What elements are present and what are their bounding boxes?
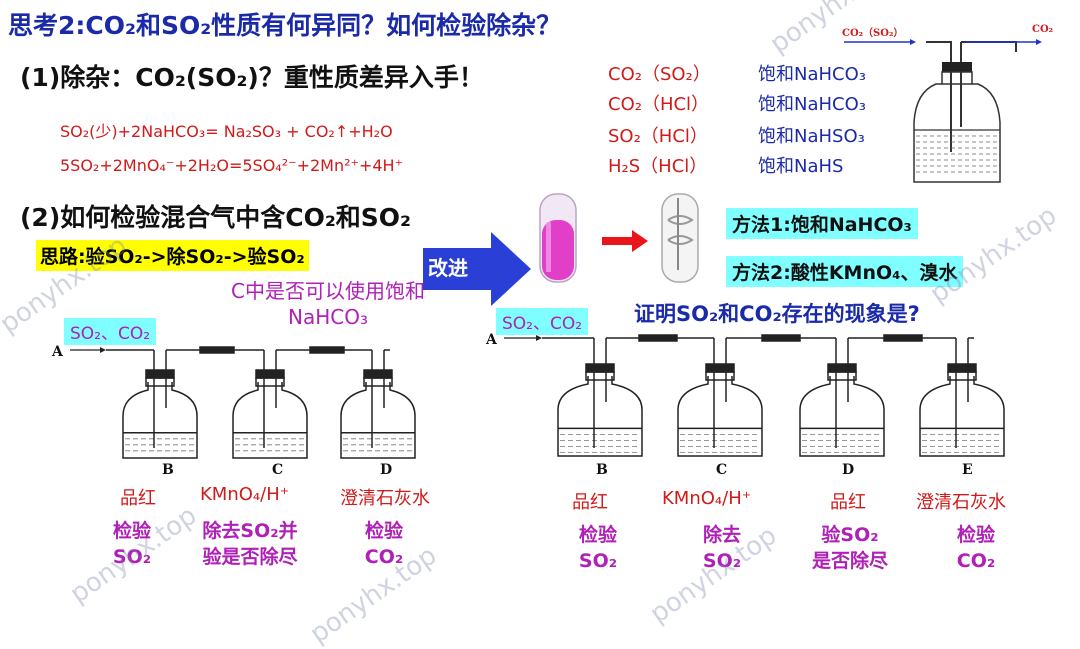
right-reagent: KMnO₄/H⁺ (662, 488, 751, 509)
equation-1: SO₂(少)+2NaHCO₃= Na₂SO₃ + CO₂↑+H₂O (60, 118, 393, 142)
wash-bottle-diagram (836, 22, 1076, 192)
right-bottle-name: B (596, 462, 608, 478)
removal-reagent: 饱和NaHS (758, 152, 843, 178)
left-apparatus-diagram (60, 336, 440, 466)
right-apparatus-diagram (494, 324, 1034, 464)
impurity-pair: CO₂（SO₂） (608, 60, 711, 86)
equation-2: 5SO₂+2MnO₄⁻+2H₂O=5SO₄²⁻+2Mn²⁺+4H⁺ (60, 156, 403, 175)
right-bottle-name: D (842, 462, 854, 478)
red-arrow-icon (602, 228, 650, 254)
left-bottle-name: D (380, 462, 392, 478)
page-title: 思考2:CO₂和SO₂性质有何异同？如何检验除杂？ (8, 6, 561, 42)
right-bottle-name: C (716, 462, 727, 478)
right-reagent: 澄清石灰水 (916, 488, 1006, 514)
impurity-pair: CO₂（HCl） (608, 90, 709, 116)
method-1: 方法1:饱和NaHCO₃ (726, 208, 918, 239)
left-bottle-name: B (162, 462, 174, 478)
left-bottle-name: C (272, 462, 283, 478)
right-bottle-name: E (962, 462, 973, 478)
impurity-pair: SO₂（HCl） (608, 122, 708, 148)
part1-heading: (1)除杂：CO₂(SO₂)？重性质差异入手！ (20, 58, 484, 94)
left-reagent: 品红 (120, 484, 156, 510)
test-tube-magenta-icon (532, 190, 584, 290)
improve-label: 改进 (428, 252, 468, 281)
impurity-pair: H₂S（HCl） (608, 152, 707, 178)
question-c: C中是否可以使用饱和NaHCO₃ (228, 278, 428, 330)
left-reagent: KMnO₄/H⁺ (200, 484, 289, 505)
right-reagent: 品红 (572, 488, 608, 514)
watermark: ponyhx.top (925, 201, 1063, 310)
left-reagent: 澄清石灰水 (340, 484, 430, 510)
part2-heading: (2)如何检验混合气中含CO₂和SO₂ (20, 198, 411, 234)
test-tube-clear-icon (652, 190, 708, 290)
right-reagent: 品红 (830, 488, 866, 514)
